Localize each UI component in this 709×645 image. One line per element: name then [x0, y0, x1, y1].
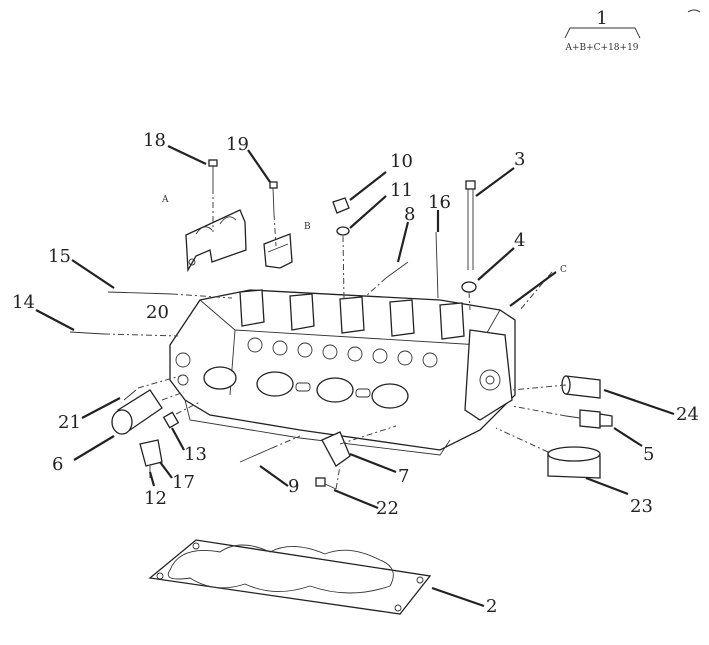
washer-4 — [461, 281, 477, 293]
callout-12: 12 — [144, 488, 167, 509]
callout-19: 19 — [226, 134, 249, 155]
callout-4: 4 — [514, 230, 525, 251]
bolt-19 — [269, 181, 278, 215]
plug-13 — [162, 411, 180, 429]
letter-a: A — [161, 195, 169, 205]
bolt-22 — [315, 477, 337, 490]
stud-16 — [435, 231, 439, 299]
head-gasket-2 — [148, 539, 432, 615]
bolt-18 — [208, 159, 218, 188]
callout-5: 5 — [643, 444, 654, 465]
callout-3: 3 — [514, 149, 525, 170]
callout-8: 8 — [404, 204, 415, 225]
center-lines — [103, 188, 567, 490]
letter-c: C — [560, 265, 567, 275]
stud-8 — [385, 261, 409, 279]
letter-b: B — [304, 222, 311, 232]
corner-mark — [687, 9, 701, 13]
bearing-cap-b: B — [263, 222, 311, 269]
callout-14: 14 — [12, 292, 35, 313]
callout-9: 9 — [288, 476, 299, 497]
cylinder-head — [169, 289, 516, 456]
assembly-formula: A+B+C+18+19 — [564, 43, 638, 53]
head-bolt-3 — [465, 180, 476, 270]
callout-17: 17 — [172, 472, 195, 493]
assembly-number: 1 — [596, 8, 607, 29]
callout-13: 13 — [184, 444, 207, 465]
callout-18: 18 — [143, 130, 166, 151]
callout-22: 22 — [376, 498, 399, 519]
callout-24: 24 — [676, 404, 699, 425]
stud-15 — [107, 291, 173, 295]
callout-11: 11 — [390, 180, 413, 201]
callout-7: 7 — [398, 466, 409, 487]
assembly-bracket — [564, 27, 641, 39]
stud-9 — [239, 447, 273, 463]
callout-10: 10 — [390, 151, 413, 172]
assembly-label: 1 A+B+C+18+19 — [564, 8, 641, 53]
callout-6: 6 — [52, 454, 63, 475]
callout-2: 2 — [486, 596, 497, 617]
stud-14 — [69, 331, 105, 335]
screw-21 — [123, 389, 137, 401]
callout-15: 15 — [48, 246, 71, 267]
bracket-7 — [321, 431, 351, 467]
sensor-5 — [565, 409, 613, 429]
washer-11 — [336, 226, 350, 236]
callout-20: 20 — [146, 302, 169, 323]
sleeve-24 — [561, 375, 601, 399]
bearing-cap-a: A — [161, 195, 247, 273]
leader-lines — [35, 145, 675, 608]
callout-numbers: 18 19 10 11 3 8 16 4 15 14 20 21 6 13 12… — [12, 130, 699, 617]
callout-16: 16 — [428, 192, 451, 213]
nut-10 — [332, 197, 350, 214]
callout-21: 21 — [58, 412, 81, 433]
cup-23 — [547, 446, 601, 479]
solenoid-6 — [111, 389, 163, 435]
callout-23: 23 — [630, 496, 653, 517]
